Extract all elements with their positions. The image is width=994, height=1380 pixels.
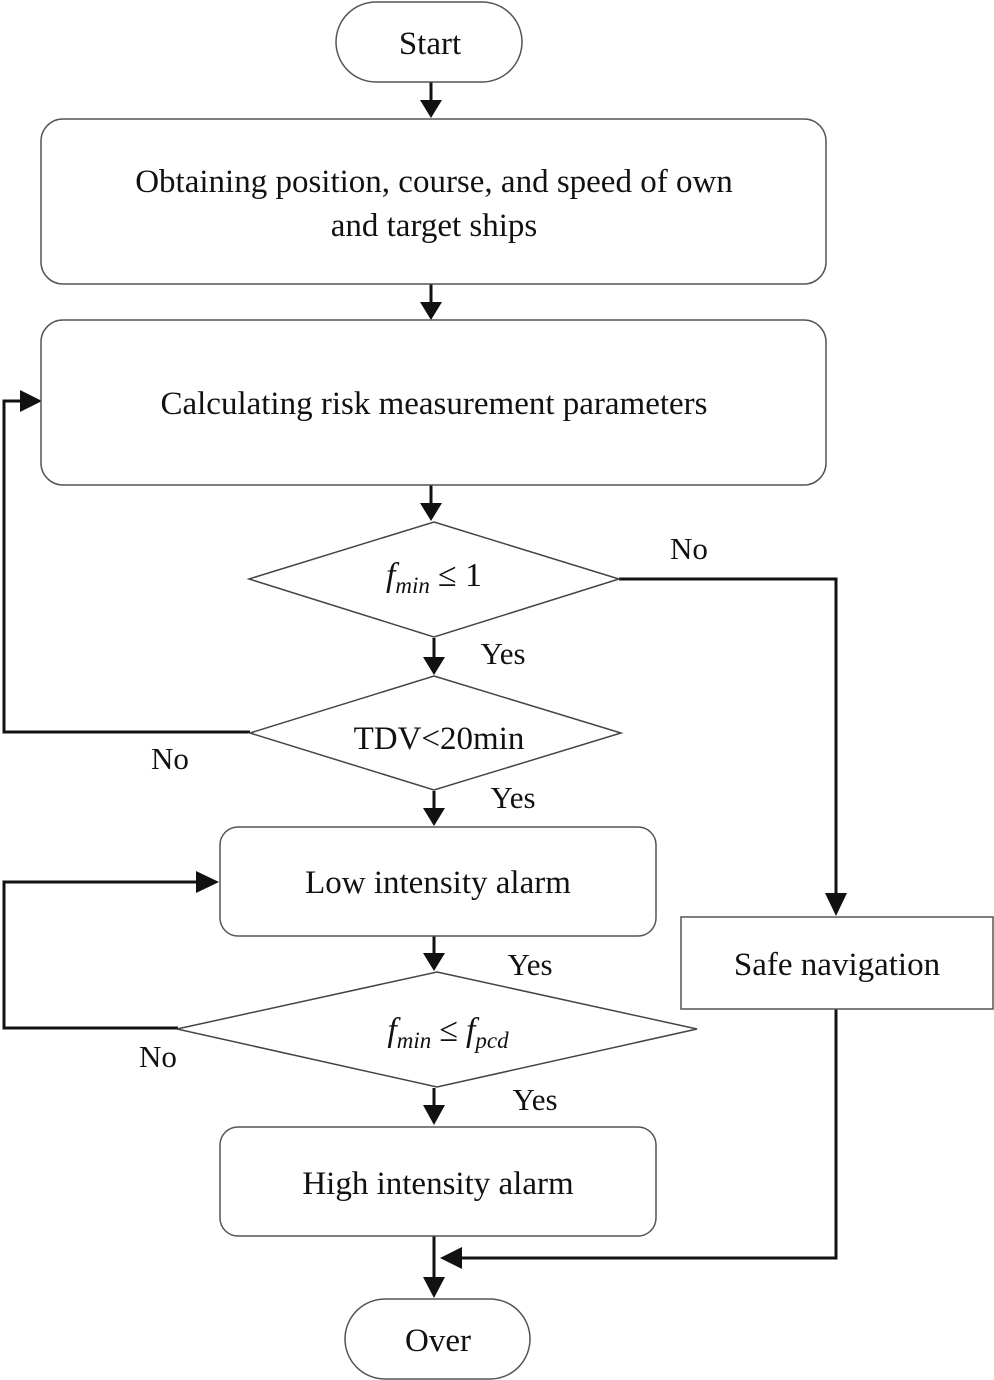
edge-cond2-no-calc <box>2 399 250 734</box>
safe-navigation-label: Safe navigation <box>734 947 940 983</box>
over-label: Over <box>405 1323 471 1359</box>
safe-navigation-node: Safe navigation <box>680 916 994 1010</box>
arrowhead <box>423 953 445 971</box>
cond2-no-label: No <box>151 741 189 776</box>
decision-fmin-le-fpcd-label: fmin≤fpcd <box>387 1012 509 1053</box>
cond3-yes-label: Yes <box>512 1082 557 1117</box>
arrowhead <box>423 1277 445 1298</box>
edge-cond3-no-low <box>2 880 198 1030</box>
decision-tdv-label: TDV<20min <box>354 721 525 757</box>
low-yes-label: Yes <box>507 947 552 982</box>
calculate-label: Calculating risk measurement parameters <box>160 386 707 422</box>
le-one: ≤ 1 <box>438 557 482 594</box>
arrowhead <box>420 503 442 521</box>
arrowhead <box>196 871 219 893</box>
decision-fmin-le-1: fmin≤ 1 <box>246 521 622 638</box>
edge-safe-over <box>460 1009 838 1260</box>
arrowhead <box>423 1105 445 1125</box>
cond1-no-label: No <box>670 531 708 566</box>
decision-fmin-le-fpcd: fmin≤fpcd <box>176 971 698 1088</box>
high-intensity-alarm-label: High intensity alarm <box>302 1166 574 1202</box>
arrowhead <box>20 390 42 412</box>
cond3-no-label: No <box>139 1039 177 1074</box>
connectors <box>2 82 847 1298</box>
fmin-subscript: min <box>395 573 430 598</box>
start-label: Start <box>399 26 461 62</box>
obtain-label-line1: Obtaining position, course, and speed of… <box>135 164 733 200</box>
obtain-data-node: Obtaining position, course, and speed of… <box>40 118 827 285</box>
calculate-node: Calculating risk measurement parameters <box>40 319 827 486</box>
arrowhead <box>440 1247 462 1269</box>
decision-fmin-le-1-label: fmin≤ 1 <box>386 557 482 598</box>
arrowhead <box>825 893 847 916</box>
le-symbol: ≤ <box>439 1012 458 1049</box>
fmin-subscript: min <box>397 1028 432 1053</box>
arrowhead <box>420 100 442 118</box>
arrowhead <box>423 808 445 826</box>
decision-tdv: TDV<20min <box>247 675 624 791</box>
over-node: Over <box>344 1298 531 1380</box>
high-intensity-alarm-node: High intensity alarm <box>219 1126 657 1237</box>
obtain-label-line2: and target ships <box>331 208 538 244</box>
arrowhead <box>420 302 442 320</box>
low-intensity-alarm-node: Low intensity alarm <box>219 826 657 937</box>
edge-labels: Yes No Yes No Yes Yes No <box>139 531 708 1117</box>
cond2-yes-label: Yes <box>490 780 535 815</box>
fpcd-subscript: pcd <box>473 1028 509 1053</box>
start-node: Start <box>335 1 523 83</box>
cond1-yes-label: Yes <box>480 636 525 671</box>
edge-cond1-no-safe <box>619 577 838 895</box>
low-intensity-alarm-label: Low intensity alarm <box>305 865 571 901</box>
arrowhead <box>423 657 445 675</box>
